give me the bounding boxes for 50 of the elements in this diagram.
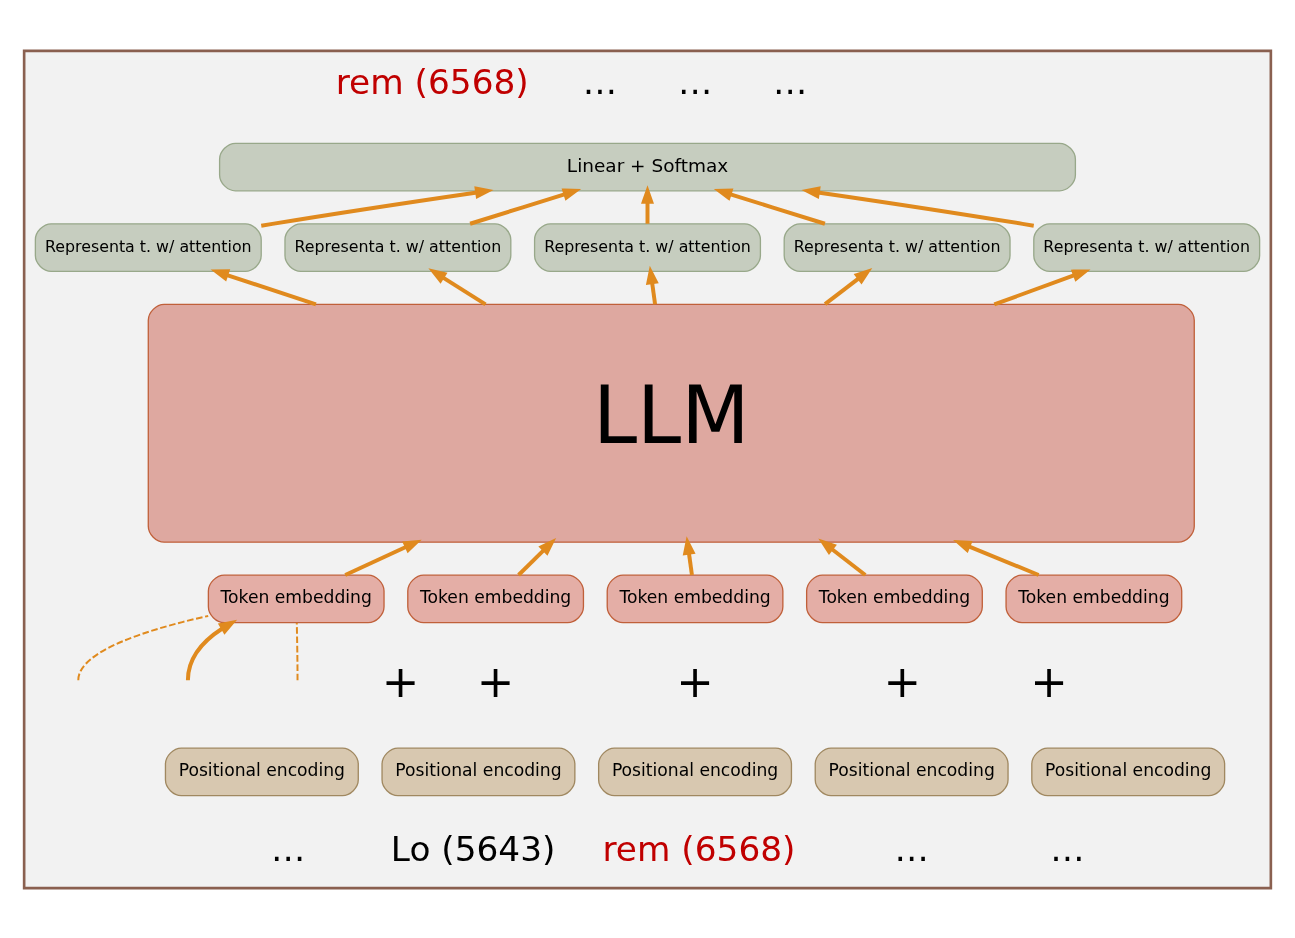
label: rem (6568) bbox=[602, 828, 796, 869]
connector bbox=[77, 614, 210, 681]
label: … bbox=[271, 828, 306, 869]
node-box: Token embedding bbox=[806, 574, 983, 623]
label: + bbox=[883, 654, 922, 708]
label: + bbox=[676, 654, 714, 708]
node-box: Representa t. w/ attention bbox=[34, 222, 262, 272]
arrow bbox=[818, 538, 867, 577]
arrow bbox=[469, 187, 582, 226]
label: … bbox=[772, 61, 808, 102]
arrow bbox=[682, 535, 696, 575]
node-box: Positional encoding bbox=[814, 747, 1009, 796]
label: rem (6568) bbox=[335, 61, 529, 102]
node-box: Positional encoding bbox=[1031, 747, 1226, 796]
arrow bbox=[641, 184, 654, 224]
arrow bbox=[801, 185, 1035, 228]
connector bbox=[295, 621, 299, 681]
node-box: Token embedding bbox=[407, 574, 585, 623]
node-box: Linear + Softmax bbox=[218, 142, 1077, 191]
node-box: Positional encoding bbox=[598, 747, 793, 796]
node-box: Representa t. w/ attention bbox=[533, 222, 762, 272]
arrow bbox=[260, 185, 494, 228]
label: … bbox=[582, 61, 618, 102]
node-box: LLM bbox=[147, 303, 1195, 543]
arrow bbox=[823, 267, 873, 306]
label: … bbox=[1050, 828, 1085, 869]
arrow bbox=[517, 537, 557, 576]
arrow bbox=[344, 539, 422, 577]
node-box: Token embedding bbox=[606, 574, 784, 623]
label: + bbox=[381, 654, 420, 708]
arrow bbox=[993, 268, 1091, 306]
label: Lo (5643) bbox=[390, 828, 556, 869]
arrow bbox=[185, 619, 238, 680]
cluster bbox=[22, 49, 1273, 889]
node-box: Token embedding bbox=[1005, 574, 1183, 623]
node-box: Token embedding bbox=[207, 574, 385, 623]
node-box: Representa t. w/ attention bbox=[284, 222, 512, 272]
label: … bbox=[677, 61, 713, 102]
arrow bbox=[428, 267, 487, 306]
label: … bbox=[894, 828, 929, 869]
node-box: Representa t. w/ attention bbox=[1033, 222, 1261, 272]
label: + bbox=[1030, 654, 1068, 708]
node-box: Positional encoding bbox=[164, 747, 359, 796]
arrow bbox=[713, 187, 826, 226]
arrow bbox=[953, 539, 1040, 577]
arrow bbox=[645, 265, 659, 304]
node-box: Positional encoding bbox=[381, 747, 576, 796]
label: + bbox=[476, 654, 515, 708]
node-box: Representa t. w/ attention bbox=[783, 222, 1011, 272]
arrow bbox=[210, 268, 317, 306]
